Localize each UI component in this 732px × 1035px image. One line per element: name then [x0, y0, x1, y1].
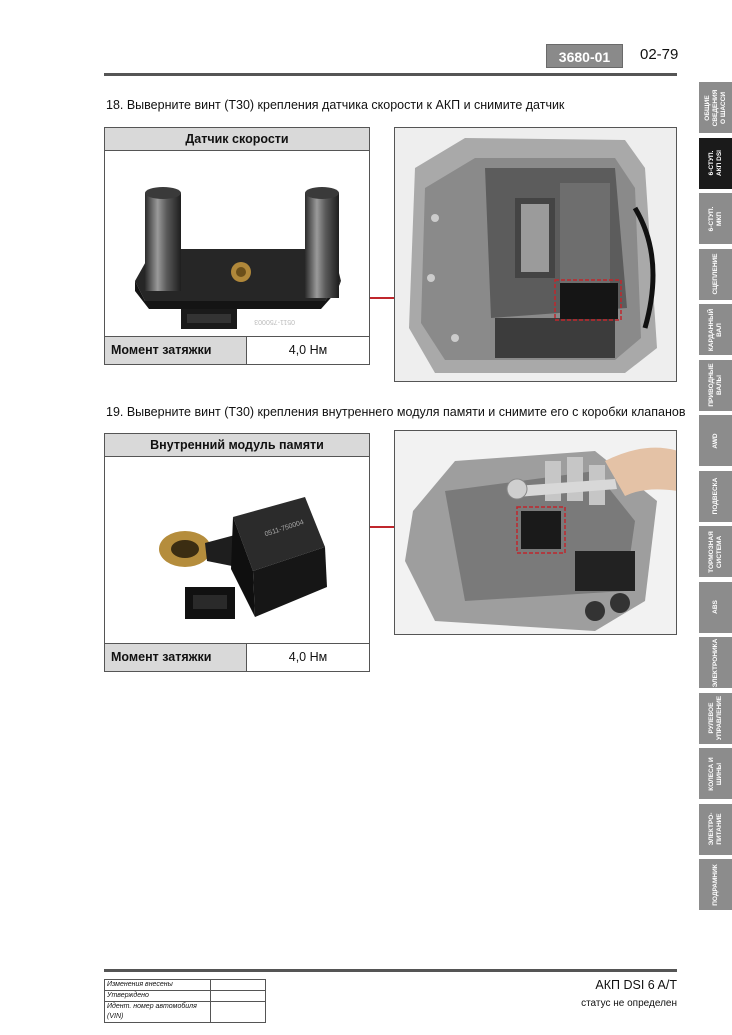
table-row: Изменения внесены — [104, 979, 266, 991]
side-tab-label: ABS — [711, 600, 719, 614]
section-code: 3680-01 — [546, 44, 623, 68]
vin-label: Идент. номер автомобиля (VIN) — [104, 1001, 211, 1023]
side-tab-label: AWD — [711, 432, 719, 449]
vin-value — [210, 1001, 266, 1023]
side-tab[interactable]: ТОРМОЗНАЯ СИСТЕМА — [699, 526, 732, 577]
page-number: 02-79 — [640, 46, 679, 63]
valve-body-photo — [394, 430, 677, 635]
side-tab[interactable]: AWD — [699, 415, 732, 466]
side-tab[interactable]: ABS — [699, 581, 732, 633]
side-tab-label: ПРИВОДНЫЕ ВАЛЫ — [707, 363, 723, 407]
memory-module-title: Внутренний модуль памяти — [105, 434, 369, 457]
document-status: статус не определен — [581, 998, 677, 1009]
torque-label: Момент затяжки — [105, 644, 247, 671]
side-tab[interactable]: КОЛЕСА И ШИНЫ — [699, 748, 732, 799]
transmission-photo — [394, 127, 677, 382]
table-row: Идент. номер автомобиля (VIN) — [104, 1001, 266, 1023]
side-tab[interactable]: ПРИВОДНЫЕ ВАЛЫ — [699, 359, 732, 411]
document-title: АКП DSI 6 A/T — [595, 978, 677, 992]
memory-module-table: Внутренний модуль памяти 0511-750004 Мом… — [104, 433, 370, 672]
side-tab-label: СЦЕПЛЕНИЕ — [711, 253, 719, 295]
side-tab-label: 6-СТУП. АКП DSI — [707, 150, 723, 176]
header-rule — [104, 73, 677, 76]
side-tab[interactable]: СЦЕПЛЕНИЕ — [699, 248, 732, 300]
step-18-text: 18. Выверните винт (T30) крепления датчи… — [106, 98, 565, 112]
side-tab-label: ЭЛЕКТРОНИКА — [711, 638, 719, 687]
speed-sensor-marking: 0511-750003 — [254, 318, 295, 325]
speed-sensor-image: 0511-750003 — [105, 151, 369, 337]
side-tab-label: ЭЛЕКТРО- ПИТАНИЕ — [707, 812, 723, 846]
side-tab[interactable]: КАРДАННЫЙ ВАЛ — [699, 304, 732, 355]
side-tab[interactable]: ОБЩИЕ СВЕДЕНИЯ О ШАССИ — [699, 82, 732, 133]
revision-table: Изменения внесены Утверждено Идент. номе… — [104, 979, 266, 1023]
torque-value: 4,0 Нм — [288, 343, 328, 357]
side-tab[interactable]: ПОДВЕСКА — [699, 470, 732, 522]
side-tab-label: КОЛЕСА И ШИНЫ — [707, 756, 723, 791]
side-tab[interactable]: 6-СТУП. МКП — [699, 193, 732, 244]
memory-module-image: 0511-750004 — [105, 457, 369, 644]
footer-rule — [104, 969, 677, 972]
side-tab[interactable]: ЭЛЕКТРОНИКА — [699, 637, 732, 688]
table-row: Утверждено — [104, 990, 266, 1002]
side-tab[interactable]: ЭЛЕКТРО- ПИТАНИЕ — [699, 803, 732, 855]
side-tab-label: ПОДРАМНИК — [711, 863, 719, 906]
step-19-text: 19. Выверните винт (T30) крепления внутр… — [106, 405, 686, 419]
side-tab-label: ТОРМОЗНАЯ СИСТЕМА — [707, 530, 723, 573]
revision-label: Изменения внесены — [104, 979, 211, 991]
torque-value: 4,0 Нм — [288, 650, 328, 664]
side-tab[interactable]: РУЛЕВОЕ УПРАВЛЕНИЕ — [699, 692, 732, 744]
torque-label: Момент затяжки — [105, 337, 247, 364]
side-tab-label: РУЛЕВОЕ УПРАВЛЕНИЕ — [707, 695, 723, 741]
revision-value — [210, 979, 266, 991]
speed-sensor-table: Датчик скорости 0511-750003 — [104, 127, 370, 365]
side-tab-label: ПОДВЕСКА — [711, 477, 719, 515]
approved-label: Утверждено — [104, 990, 211, 1002]
side-tab[interactable]: 6-СТУП. АКП DSI — [699, 137, 732, 189]
side-tab-label: 6-СТУП. МКП — [707, 206, 723, 231]
speed-sensor-title: Датчик скорости — [105, 128, 369, 151]
approved-value — [210, 990, 266, 1002]
side-tab[interactable]: ПОДРАМНИК — [699, 859, 732, 910]
side-tab-label: КАРДАННЫЙ ВАЛ — [707, 308, 723, 351]
side-tab-label: ОБЩИЕ СВЕДЕНИЯ О ШАССИ — [703, 89, 727, 126]
